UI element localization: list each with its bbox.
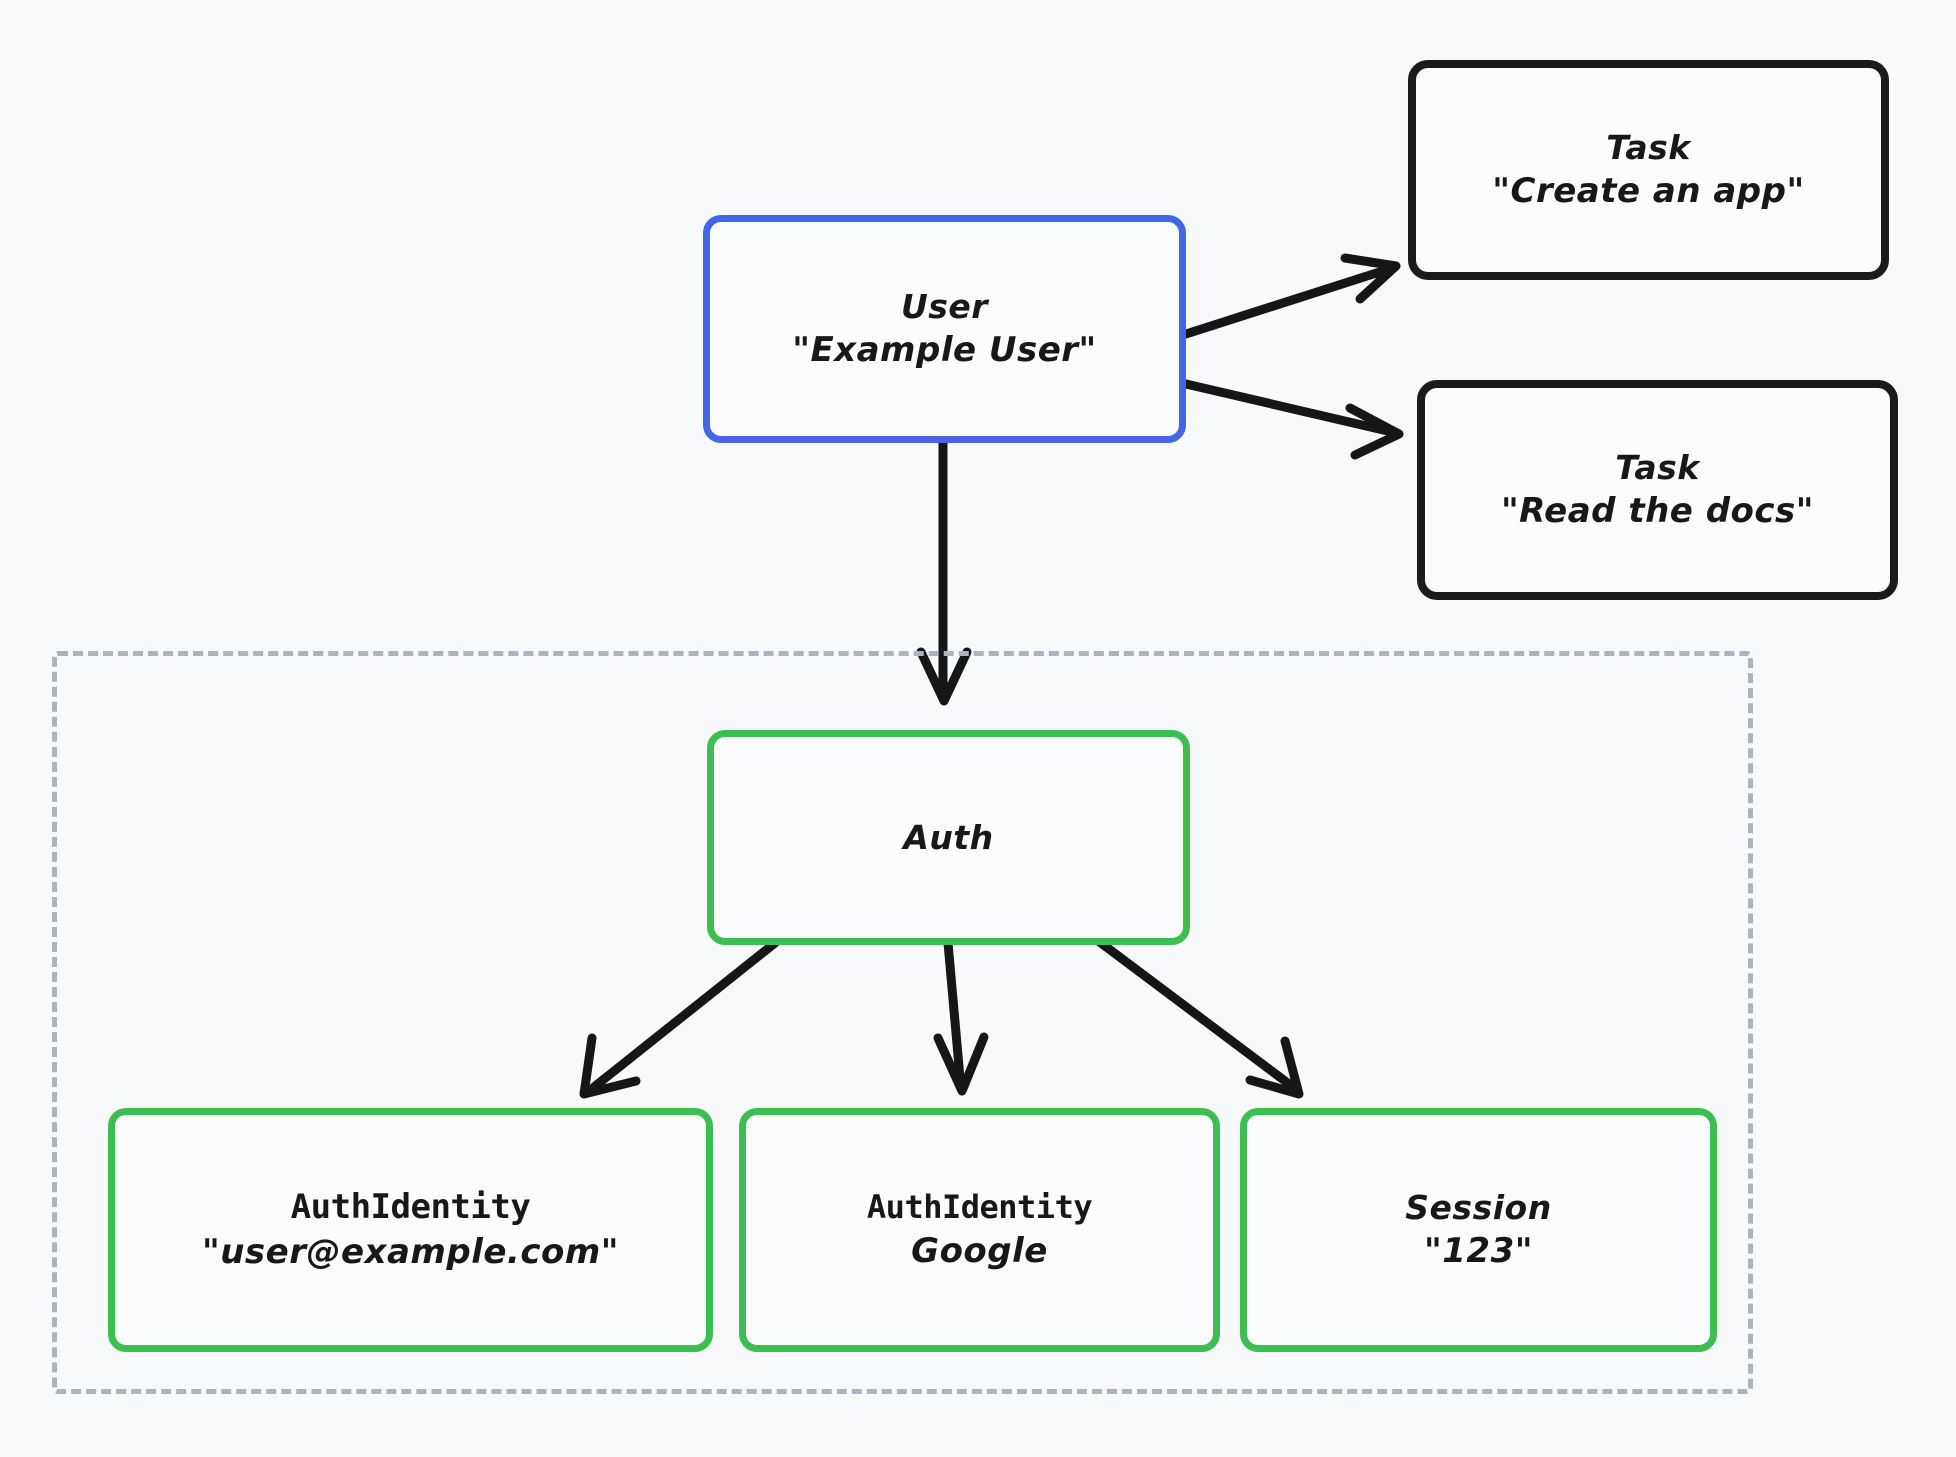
edge-user-to-task-read-docs	[1181, 379, 1404, 460]
node-auth-identity-google-type: AuthIdentity	[866, 1188, 1093, 1227]
auth-group-container	[52, 651, 1753, 1394]
node-user[interactable]: User "Example User"	[703, 215, 1186, 443]
node-auth[interactable]: Auth	[707, 730, 1190, 945]
node-session-type: Session	[1405, 1187, 1552, 1227]
node-auth-identity-email[interactable]: AuthIdentity "user@example.com"	[108, 1108, 713, 1352]
edge-user-to-task-create-app	[1181, 253, 1401, 339]
node-task-create-app-type: Task	[1606, 127, 1691, 167]
node-auth-identity-email-value: "user@example.com"	[202, 1232, 619, 1272]
node-user-type: User	[900, 286, 989, 326]
node-task-read-docs-type: Task	[1615, 447, 1700, 487]
node-user-value: "Example User"	[792, 330, 1097, 371]
node-task-read-docs[interactable]: Task "Read the docs"	[1417, 380, 1898, 600]
node-task-create-app-value: "Create an app"	[1492, 171, 1805, 212]
node-task-read-docs-value: "Read the docs"	[1500, 491, 1815, 532]
node-auth-type: Auth	[903, 817, 994, 857]
node-auth-identity-google[interactable]: AuthIdentity Google	[739, 1108, 1220, 1352]
node-auth-identity-email-type: AuthIdentity	[290, 1187, 531, 1228]
node-session-value: "123"	[1424, 1231, 1533, 1272]
node-session[interactable]: Session "123"	[1240, 1108, 1717, 1352]
node-auth-identity-google-value: Google	[911, 1230, 1048, 1271]
node-task-create-app[interactable]: Task "Create an app"	[1408, 60, 1889, 280]
